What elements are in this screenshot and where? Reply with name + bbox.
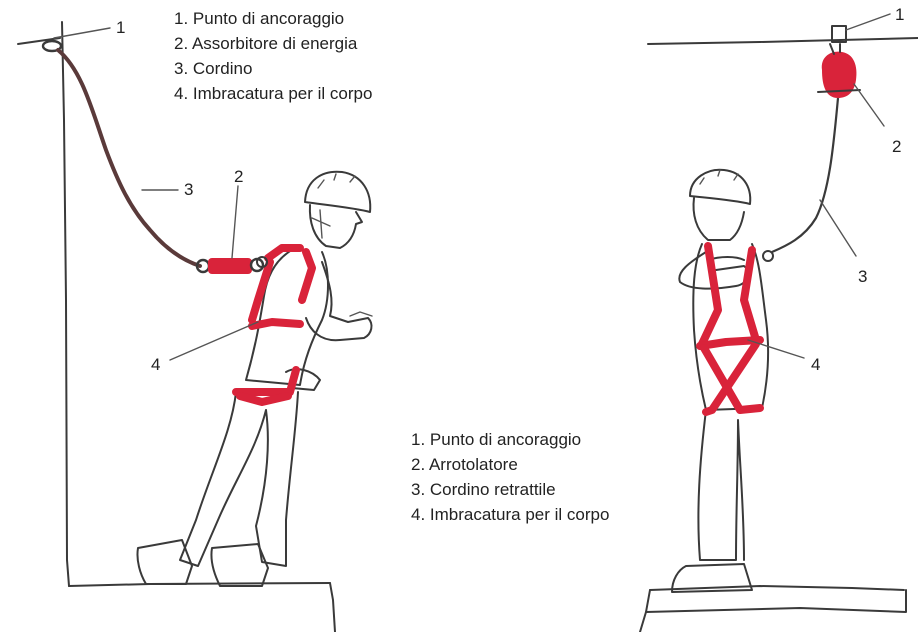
left-head [310, 205, 362, 248]
right-callout-1: 1 [895, 5, 904, 24]
right-callout-line-2 [854, 84, 884, 126]
right-harness [700, 246, 760, 412]
right-legend-item-3: 3. Cordino retrattile [411, 477, 609, 502]
left-legend-item-2: 2. Assorbitore di energia [174, 31, 372, 56]
right-legend-item-1: 1. Punto di ancoraggio [411, 427, 609, 452]
left-callout-line-4 [170, 322, 258, 360]
left-floor [69, 583, 330, 586]
left-callout-4: 4 [151, 355, 160, 374]
right-floor [650, 586, 904, 590]
energy-absorber [197, 258, 263, 274]
left-helmet [305, 172, 370, 212]
left-scene: 1 2 3 4 [18, 18, 372, 632]
left-wall [62, 22, 69, 586]
left-legs [180, 392, 298, 566]
right-callout-3: 3 [858, 267, 867, 286]
right-callout-2: 2 [892, 137, 901, 156]
left-callout-1: 1 [116, 18, 125, 37]
left-legend: 1. Punto di ancoraggio 2. Assorbitore di… [174, 6, 372, 106]
retractor-device [818, 44, 860, 98]
left-floor-edge [330, 583, 335, 632]
right-worker [672, 170, 773, 592]
right-legend: 1. Punto di ancoraggio 2. Arrotolatore 3… [411, 427, 609, 527]
right-legs [698, 410, 744, 560]
left-legend-item-4: 4. Imbracatura per il corpo [174, 81, 372, 106]
right-scene: 1 2 3 4 [640, 5, 918, 632]
left-arm [306, 262, 371, 340]
left-callout-line-2 [232, 186, 238, 258]
right-legend-item-2: 2. Arrotolatore [411, 452, 609, 477]
right-helmet [690, 170, 750, 204]
right-callout-line-3 [820, 200, 856, 256]
right-retractable-lanyard [772, 98, 838, 252]
left-callout-2: 2 [234, 167, 243, 186]
left-legend-item-1: 1. Punto di ancoraggio [174, 6, 372, 31]
right-head [694, 198, 744, 240]
right-callout-4: 4 [811, 355, 820, 374]
left-legend-item-3: 3. Cordino [174, 56, 372, 81]
right-legend-item-4: 4. Imbracatura per il corpo [411, 502, 609, 527]
left-boots [137, 540, 268, 586]
left-worker [137, 172, 372, 586]
right-ceiling [648, 38, 918, 44]
left-callout-3: 3 [184, 180, 193, 199]
